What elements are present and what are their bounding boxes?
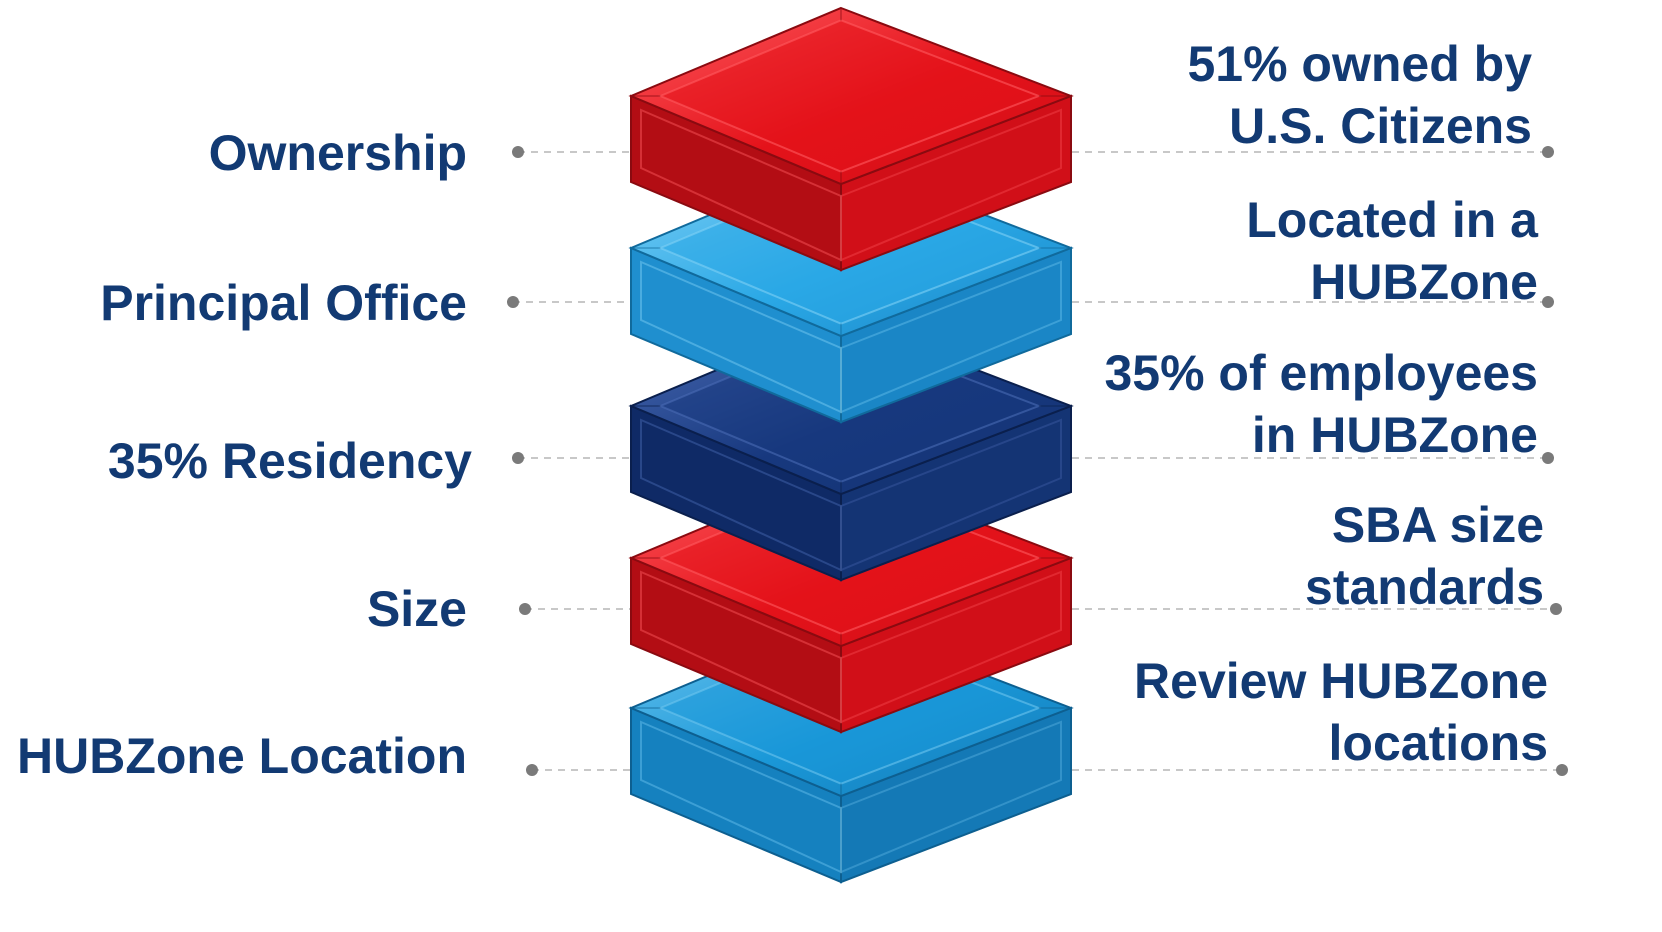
- connector: [526, 764, 1568, 776]
- left-label-size: Size: [366, 581, 467, 637]
- right-description-size: SBA size standards: [1305, 494, 1544, 618]
- block-left-bevel: [640, 260, 842, 414]
- right-description-hubzone-location: Review HUBZone locations: [1134, 650, 1548, 774]
- description-line: 51% owned by: [1187, 36, 1532, 92]
- right-description-principal-office: Located in a HUBZone: [1246, 189, 1538, 313]
- connector-dot-left: [519, 603, 531, 615]
- block-right-bevel: [840, 418, 1062, 572]
- connector: [512, 146, 1554, 158]
- left-label-ownership: Ownership: [208, 125, 467, 181]
- description-line: 35% of employees: [1104, 345, 1538, 401]
- connector: [507, 296, 1554, 308]
- right-description-ownership: 51% owned by U.S. Citizens: [1187, 33, 1532, 157]
- block-layer: [628, 6, 1074, 272]
- connector-dot-right: [1556, 764, 1568, 776]
- left-label-principal-office: Principal Office: [100, 275, 467, 331]
- connector: [519, 603, 1562, 615]
- connector-dot-right: [1542, 146, 1554, 158]
- connector-dot-right: [1542, 296, 1554, 308]
- block-left-bevel: [640, 418, 842, 572]
- block-right-bevel: [840, 570, 1062, 724]
- connector: [512, 452, 1554, 464]
- description-line: Located in a: [1246, 192, 1538, 248]
- block-left-bevel: [640, 570, 842, 724]
- connector-dot-right: [1550, 603, 1562, 615]
- description-line: SBA size: [1331, 497, 1544, 553]
- connector-dot-left: [512, 452, 524, 464]
- description-line: U.S. Citizens: [1229, 98, 1532, 154]
- block-left-bevel: [640, 108, 842, 262]
- description-line: locations: [1328, 715, 1548, 771]
- block-right-bevel: [840, 108, 1062, 262]
- description-line: in HUBZone: [1251, 407, 1538, 463]
- description-line: HUBZone: [1310, 254, 1538, 310]
- block-right-bevel: [840, 260, 1062, 414]
- left-label-residency: 35% Residency: [107, 433, 472, 489]
- description-line: standards: [1305, 559, 1544, 615]
- right-description-residency: 35% of employees in HUBZone: [1104, 342, 1538, 466]
- description-line: Review HUBZone: [1134, 653, 1548, 709]
- connector-dot-right: [1542, 452, 1554, 464]
- block-right-bevel: [840, 720, 1062, 874]
- connector-dot-left: [526, 764, 538, 776]
- connector-dot-left: [507, 296, 519, 308]
- left-label-hubzone-location: HUBZone Location: [17, 728, 467, 784]
- connector-dot-left: [512, 146, 524, 158]
- block-left-bevel: [640, 720, 842, 874]
